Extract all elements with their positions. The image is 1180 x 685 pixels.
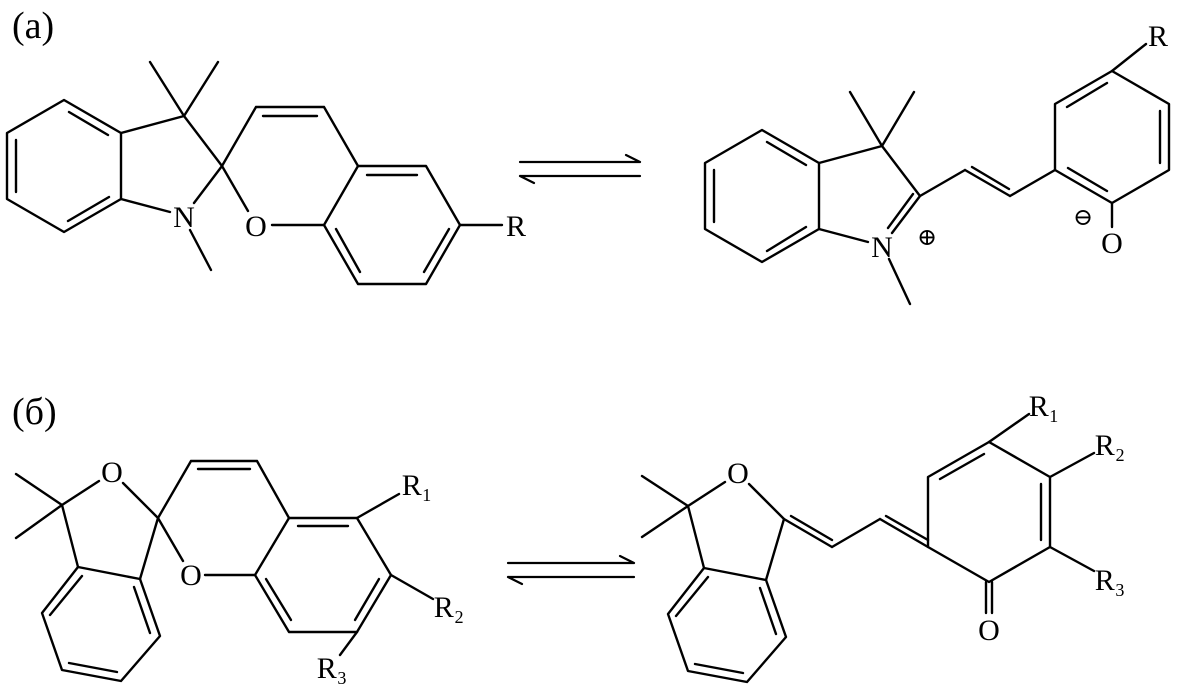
oxygen-label: O xyxy=(245,210,267,243)
chromene-benzene-ring xyxy=(253,516,393,634)
panel-a-open-merocyanine-structure: N ⊕ ⊖ O R xyxy=(703,20,1171,306)
r1-substituent-label: R₁ xyxy=(402,469,432,502)
panel-a-label: (a) xyxy=(12,5,54,47)
nitrogen-label: N xyxy=(173,201,195,234)
chromene-benzene-double-bonds xyxy=(264,524,381,622)
r2-substituent-label: R₂ xyxy=(1095,429,1125,462)
plus-charge-icon: ⊕ xyxy=(917,225,937,251)
minus-charge-icon: ⊖ xyxy=(1073,205,1093,231)
chromene-benzene-ring xyxy=(322,164,462,286)
panel-a-closed-spiropyran-structure: N O R xyxy=(5,60,526,286)
indoline-benzene-double-bonds xyxy=(14,110,111,223)
phenolate-benzene-double-bonds xyxy=(1065,81,1162,193)
furan-oxygen-label: O xyxy=(727,457,749,490)
pyran-ring-bonds xyxy=(156,459,291,577)
benzofuran-five-ring-bonds xyxy=(686,480,786,582)
quinoid-ring-double-bonds xyxy=(938,452,1043,542)
r3-substituent-label: R₃ xyxy=(1095,564,1125,597)
equilibrium-harpoon-left xyxy=(506,575,636,586)
indoline-five-ring-bonds xyxy=(119,114,224,214)
gem-dimethyl-bonds xyxy=(640,474,690,539)
diene-bridge-bonds xyxy=(782,514,930,549)
indolium-five-ring-bonds xyxy=(817,144,922,244)
pyran-oxygen-label: O xyxy=(180,559,202,592)
r3-substituent-label: R₃ xyxy=(317,652,347,685)
benzofuran-benzene-double-bonds xyxy=(48,574,152,674)
panel-b-closed-spiro-structure: O O R₁ R₂ R₃ xyxy=(14,456,464,685)
r-substituent-bond xyxy=(1110,42,1148,73)
substituent-bonds xyxy=(338,492,435,657)
gem-dimethyl-and-n-methyl-bonds xyxy=(148,60,220,272)
panel-a-equilibrium-arrows xyxy=(518,153,642,185)
quinoid-ring xyxy=(926,440,1052,584)
pyran-ring-bonds xyxy=(220,105,360,227)
panel-b-label: (б) xyxy=(12,391,57,433)
nitrogen-label: N xyxy=(871,231,893,264)
indolium-benzene-double-bonds xyxy=(712,140,808,253)
indoline-benzene-ring xyxy=(5,98,123,234)
carbonyl-double-bond xyxy=(984,580,994,615)
r-substituent-label: R xyxy=(1148,20,1168,53)
phenolate-benzene-ring xyxy=(1053,69,1171,205)
gem-dimethyl-and-n-methyl-bonds xyxy=(848,90,916,306)
substituent-bonds xyxy=(987,412,1096,573)
panel-b-open-quinoid-structure: O O R₁ R₂ R₃ xyxy=(640,390,1125,684)
panel-b-equilibrium-arrows xyxy=(506,554,636,586)
vinyl-bridge-bonds xyxy=(918,165,1057,198)
benzofuran-benzene-ring xyxy=(666,566,788,684)
gem-dimethyl-bonds xyxy=(14,472,64,540)
oxygen-label: O xyxy=(1101,227,1123,260)
chromene-benzene-double-bonds xyxy=(334,173,451,274)
benzofuran-five-ring-bonds xyxy=(60,479,160,581)
indolium-benzene-ring xyxy=(703,128,821,264)
carbonyl-oxygen-label: O xyxy=(978,614,1000,647)
r2-substituent-label: R₂ xyxy=(434,591,464,624)
equilibrium-harpoon-left xyxy=(518,174,642,185)
furan-oxygen-label: O xyxy=(101,456,123,489)
r-substituent-label: R xyxy=(506,210,526,243)
r1-substituent-label: R₁ xyxy=(1029,390,1059,423)
benzofuran-benzene-ring xyxy=(40,565,162,683)
equilibrium-harpoon-right xyxy=(506,554,636,565)
equilibrium-harpoon-right xyxy=(518,153,642,164)
benzofuran-benzene-double-bonds xyxy=(674,575,778,675)
